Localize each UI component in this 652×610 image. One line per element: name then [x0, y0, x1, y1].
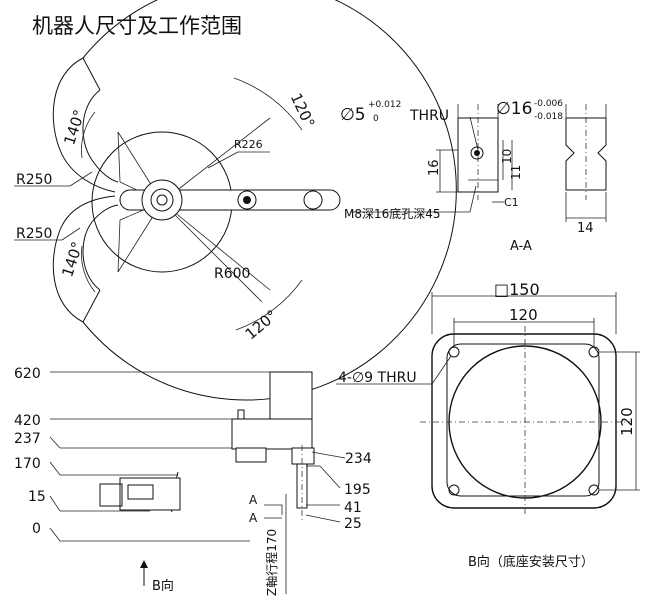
label-tapped-hole: M8深16底孔深45	[344, 206, 441, 221]
label-holes: 4-∅9 THRU	[338, 370, 417, 386]
robot-elbow-core	[243, 196, 251, 204]
side-arm-small-part	[237, 409, 245, 420]
side-base-panel	[127, 484, 154, 500]
ref-line-15	[49, 495, 150, 512]
label-h170: 170	[14, 456, 41, 472]
label-r600: R600	[214, 266, 250, 282]
leader-r250-upper-b	[69, 171, 93, 187]
label-120-upper: 120°	[287, 90, 319, 130]
label-h0: 0	[32, 521, 41, 537]
label-dim-16: 16	[427, 159, 442, 176]
label-square-150: □150	[494, 280, 540, 299]
label-r226: R226	[234, 138, 263, 151]
angle-arc-140-upper	[81, 111, 96, 159]
label-section-a1: A	[249, 493, 258, 507]
radial-120-lower	[161, 201, 271, 291]
label-h25: 25	[344, 516, 362, 532]
label-dim-10: 10	[500, 149, 514, 164]
label-h420: 420	[14, 413, 41, 429]
angle-arc-120-upper	[233, 77, 303, 131]
label-h620: 620	[14, 366, 41, 382]
label-h15: 15	[28, 489, 46, 505]
shaft-side-profile	[565, 117, 607, 191]
label-shaft-tol-upper: -0.006	[534, 99, 563, 109]
angle-line-lower-c	[117, 219, 121, 273]
leader-holes-b	[431, 355, 452, 385]
robot-base-joint-core	[156, 194, 168, 206]
ref-line-237	[49, 436, 234, 449]
base-plate-inner	[446, 343, 600, 497]
lower-lobe-joint	[82, 289, 101, 323]
view-b-arrowhead	[140, 560, 148, 568]
leader-234	[311, 451, 346, 459]
label-h237: 237	[14, 431, 41, 447]
label-pin-hole: ∅5	[340, 105, 366, 125]
robot-base-joint	[141, 179, 183, 221]
label-base-caption: B向（底座安装尺寸）	[468, 554, 594, 570]
label-chamfer: C1	[504, 196, 519, 209]
label-140-lower: 140°	[58, 239, 86, 279]
section-mark-a1	[264, 504, 283, 515]
upper-lobe-joint	[82, 57, 101, 91]
side-view: 620 420 237 170 15 0 234 195 41 25 A A Z…	[14, 366, 372, 596]
top-view: R250 R250 140° 140° R226 R600 120° 120°	[14, 0, 457, 401]
angle-line-upper-c	[117, 131, 121, 183]
label-z-stroke: Z軸行程170	[264, 529, 279, 596]
side-base	[119, 477, 181, 511]
label-shaft-dia: ∅16	[496, 99, 532, 119]
leader-25	[305, 514, 341, 523]
side-quill-housing	[291, 447, 315, 465]
label-pin-tol-lower: 0	[373, 114, 379, 124]
base-view: □150 120 120 4-∅9 THRU B向（底座安装尺寸）	[336, 280, 640, 570]
shaft-pin-core	[474, 150, 480, 156]
side-upper-arm	[269, 371, 313, 421]
side-arm-link	[231, 418, 313, 450]
upper-lobe-inner	[82, 89, 119, 183]
base-hole-tl	[448, 346, 460, 358]
drawing-title: 机器人尺寸及工作范围	[32, 14, 242, 38]
label-view-b: B向	[152, 578, 174, 594]
label-h41: 41	[344, 500, 362, 516]
robot-base-joint-inner	[150, 188, 174, 212]
leader-pin-hole	[469, 116, 479, 151]
angle-arc-140-lower	[81, 245, 96, 293]
leader-r250-lower-b	[61, 227, 81, 241]
label-r250-upper: R250	[16, 172, 52, 188]
base-plate-outer	[431, 333, 617, 509]
angle-arc-120-lower	[235, 279, 303, 331]
leader-r600	[161, 201, 263, 303]
shaft-detail: ∅5 +0.012 0 THRU ∅16 -0.006 -0.018 16 10…	[340, 99, 607, 254]
label-r250-lower: R250	[16, 226, 52, 242]
leader-195-b	[319, 465, 341, 489]
label-shaft-tol-lower: -0.018	[534, 112, 563, 122]
label-pin-tol-upper: +0.012	[368, 100, 401, 110]
base-hole-br	[588, 484, 600, 496]
label-120-lower: 120°	[242, 306, 281, 343]
label-height-120: 120	[618, 407, 636, 436]
label-section-a2: A	[249, 511, 258, 525]
label-h195: 195	[344, 482, 371, 498]
label-dim-14: 14	[577, 221, 594, 236]
label-thru: THRU	[409, 108, 449, 124]
ref-line-170	[49, 461, 178, 476]
side-base-connector	[99, 483, 123, 507]
label-width-120: 120	[509, 306, 538, 324]
label-section-aa: A-A	[510, 239, 532, 254]
leader-tapped-hole-b	[469, 185, 477, 213]
base-hole-bl	[448, 484, 460, 496]
side-arm-foot	[235, 447, 267, 463]
leader-r226	[207, 151, 239, 169]
label-dim-11: 11	[509, 165, 523, 180]
radial-120-upper	[161, 117, 271, 203]
robot-tool-end	[303, 190, 323, 210]
lower-lobe-inner	[82, 204, 119, 291]
label-h234: 234	[345, 451, 372, 467]
ref-line-0	[49, 527, 250, 542]
lower-lobe-outer	[52, 195, 116, 323]
outer-envelope-arc	[82, 0, 457, 401]
